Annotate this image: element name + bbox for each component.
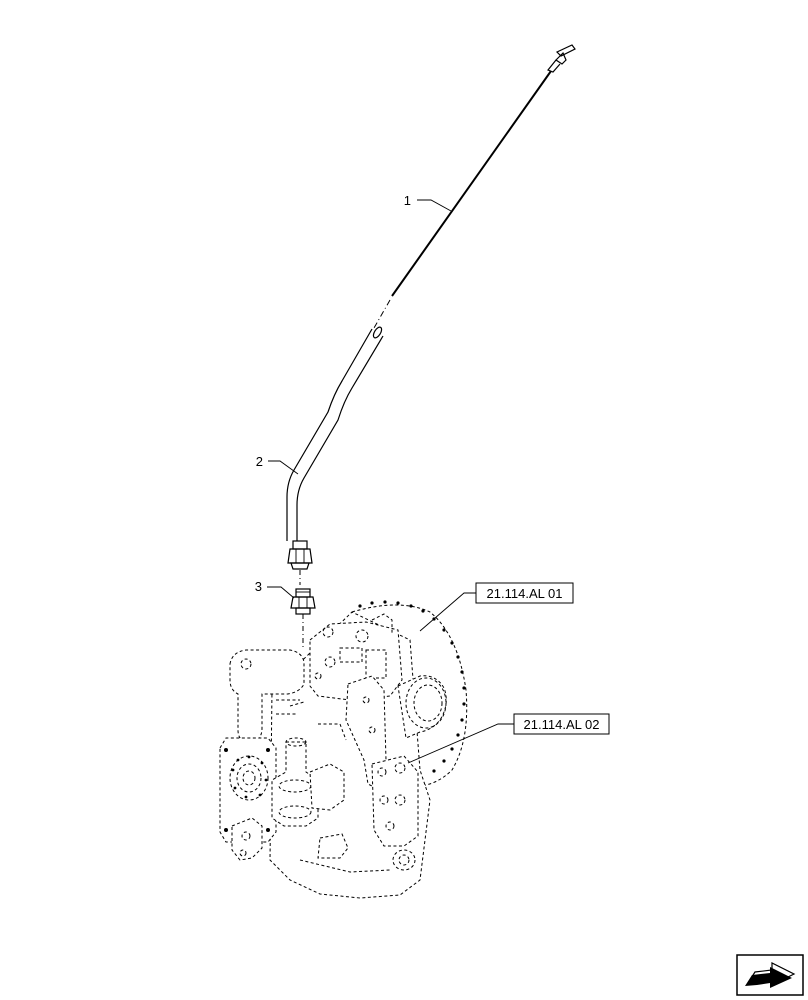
transmission-housing <box>219 600 468 899</box>
callout-3: 3 <box>255 579 295 599</box>
callout-number-2: 2 <box>256 454 263 469</box>
reference-box-1[interactable]: 21.114.AL 01 <box>419 582 574 632</box>
dipstick-tube[interactable] <box>286 326 384 585</box>
callout-number-1: 1 <box>404 193 411 208</box>
callout-1: 1 <box>404 193 452 212</box>
callout-number-3: 3 <box>255 579 262 594</box>
callout-2: 2 <box>256 454 299 475</box>
forward-arrow-icon[interactable] <box>736 954 804 996</box>
adapter-fitting[interactable] <box>290 588 316 650</box>
reference-label-2: 21.114.AL 02 <box>524 717 600 732</box>
reference-label-1: 21.114.AL 01 <box>487 586 563 601</box>
dipstick[interactable] <box>373 44 576 329</box>
reference-box-2[interactable]: 21.114.AL 02 <box>407 713 610 764</box>
